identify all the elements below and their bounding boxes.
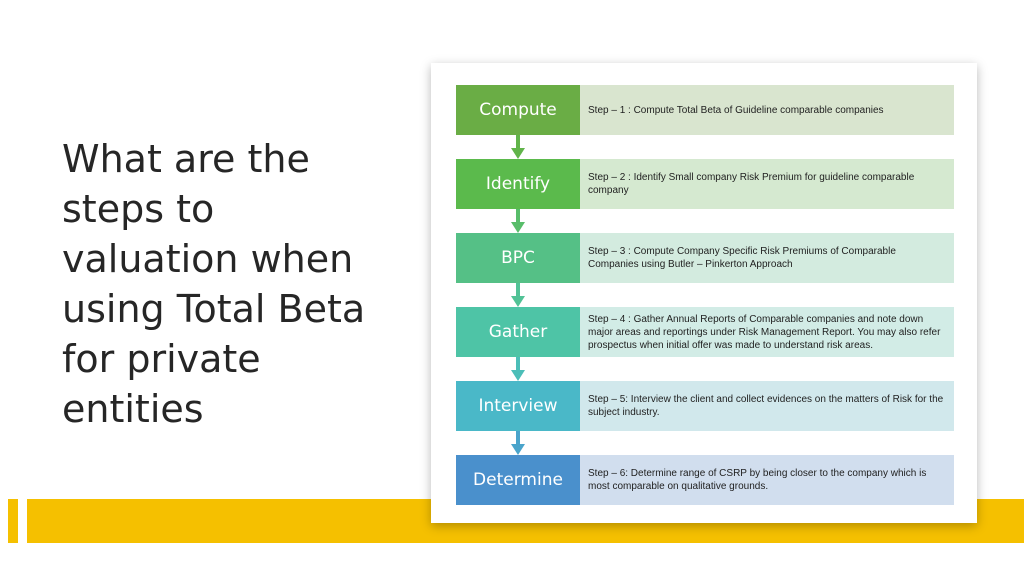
- step-3-label: BPC: [456, 233, 580, 283]
- step-4-row: Gather Step – 4 : Gather Annual Reports …: [456, 307, 954, 357]
- step-6-row: Determine Step – 6: Determine range of C…: [456, 455, 954, 505]
- step-3-description: Step – 3 : Compute Company Specific Risk…: [580, 233, 954, 283]
- step-6-label: Determine: [456, 455, 580, 505]
- connector-arrow-3-head: [511, 296, 525, 307]
- step-2-description: Step – 2 : Identify Small company Risk P…: [580, 159, 954, 209]
- process-diagram-panel: Compute Step – 1 : Compute Total Beta of…: [431, 63, 977, 523]
- connector-arrow-4-shaft: [516, 357, 520, 372]
- step-1-label: Compute: [456, 85, 580, 135]
- step-4-description: Step – 4 : Gather Annual Reports of Comp…: [580, 307, 954, 357]
- connector-arrow-1: [511, 135, 525, 159]
- step-5-label: Interview: [456, 381, 580, 431]
- connector-arrow-2-head: [511, 222, 525, 233]
- connector-arrow-3: [511, 283, 525, 307]
- step-6-description: Step – 6: Determine range of CSRP by bei…: [580, 455, 954, 505]
- connector-arrow-1-shaft: [516, 135, 520, 150]
- step-4-label: Gather: [456, 307, 580, 357]
- connector-arrow-5-shaft: [516, 431, 520, 446]
- connector-arrow-3-shaft: [516, 283, 520, 298]
- step-2-label: Identify: [456, 159, 580, 209]
- connector-arrow-4: [511, 357, 525, 381]
- connector-arrow-2: [511, 209, 525, 233]
- step-1-description: Step – 1 : Compute Total Beta of Guideli…: [580, 85, 954, 135]
- step-2-row: Identify Step – 2 : Identify Small compa…: [456, 159, 954, 209]
- connector-arrow-5: [511, 431, 525, 455]
- step-5-description: Step – 5: Interview the client and colle…: [580, 381, 954, 431]
- step-3-row: BPC Step – 3 : Compute Company Specific …: [456, 233, 954, 283]
- connector-arrow-4-head: [511, 370, 525, 381]
- step-5-row: Interview Step – 5: Interview the client…: [456, 381, 954, 431]
- connector-arrow-5-head: [511, 444, 525, 455]
- step-1-row: Compute Step – 1 : Compute Total Beta of…: [456, 85, 954, 135]
- accent-bar-left: [8, 499, 18, 543]
- connector-arrow-2-shaft: [516, 209, 520, 224]
- connector-arrow-1-head: [511, 148, 525, 159]
- slide-title: What are the steps to valuation when usi…: [62, 137, 366, 431]
